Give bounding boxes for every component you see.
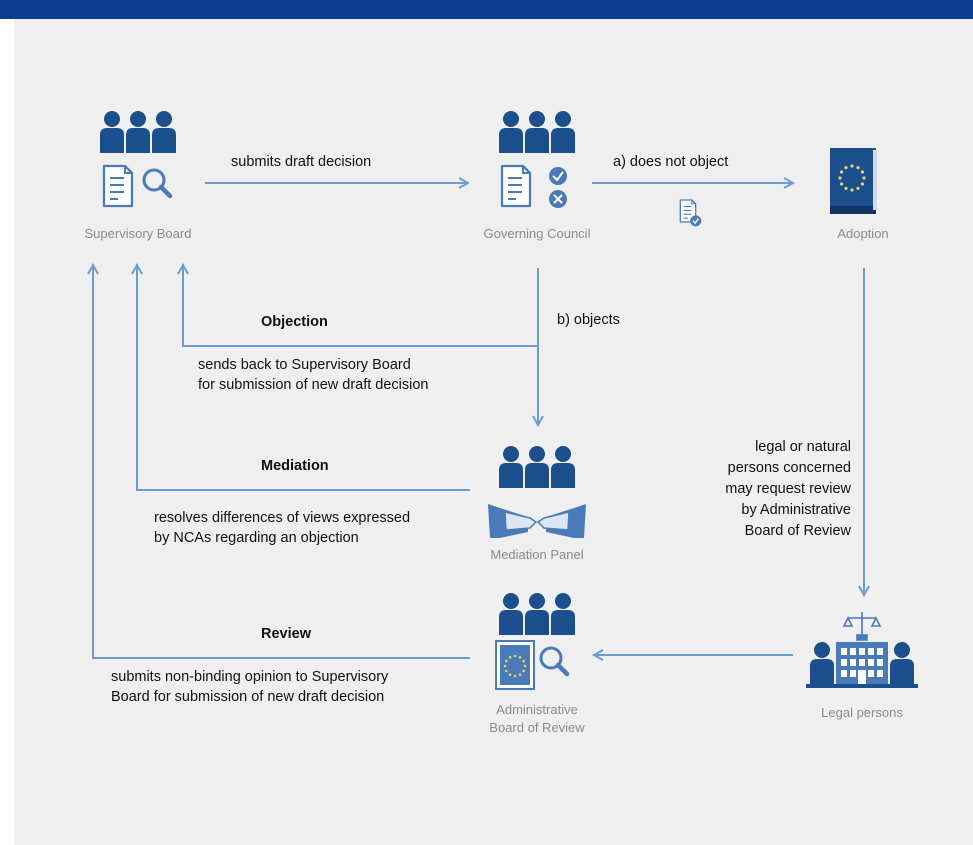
header-bar bbox=[0, 0, 973, 19]
document-approve-reject-icon bbox=[500, 164, 567, 208]
review-title: Review bbox=[261, 626, 311, 642]
mediation-text-line1: resolves differences of views expressed bbox=[154, 510, 411, 526]
edge-not-object-label: a) does not object bbox=[613, 154, 729, 170]
node-mediation-panel: Mediation Panel bbox=[490, 547, 584, 562]
edge-submits-label: submits draft decision bbox=[231, 154, 372, 170]
people-group-icon bbox=[499, 111, 575, 153]
scales-icon bbox=[842, 612, 882, 641]
court-building-icon bbox=[836, 642, 888, 684]
objection-title: Objection bbox=[261, 314, 328, 330]
node-adoption: Adoption bbox=[837, 226, 889, 241]
node-admin-board-line2: Board of Review bbox=[489, 720, 585, 735]
people-group-icon bbox=[100, 111, 176, 153]
edge-objects-label: b) objects bbox=[557, 312, 620, 328]
person-icon bbox=[890, 642, 914, 684]
eu-book-icon bbox=[830, 148, 877, 214]
objection-text-line2: for submission of new draft decision bbox=[198, 377, 429, 393]
legal-text-line1: legal or natural bbox=[755, 439, 851, 455]
document-check-icon bbox=[679, 199, 702, 227]
connector-lines bbox=[93, 183, 864, 658]
legal-text-line4: by Administrative bbox=[741, 502, 851, 518]
handshake-icon bbox=[488, 504, 586, 538]
people-group-icon bbox=[499, 446, 575, 488]
people-group-icon bbox=[499, 593, 575, 635]
document-search-icon bbox=[102, 164, 170, 208]
review-text-line1: submits non-binding opinion to Superviso… bbox=[111, 669, 389, 685]
legal-text-line3: may request review bbox=[725, 481, 851, 497]
review-text-line2: Board for submission of new draft decisi… bbox=[111, 689, 385, 705]
node-governing-council: Governing Council bbox=[483, 226, 591, 241]
arrow-objection bbox=[183, 265, 538, 347]
eu-stars bbox=[838, 164, 866, 192]
eu-document-search-icon bbox=[495, 640, 567, 690]
ground-line bbox=[806, 684, 918, 688]
node-legal-persons: Legal persons bbox=[821, 705, 903, 720]
node-supervisory-board: Supervisory Board bbox=[84, 226, 192, 241]
mediation-text-line2: by NCAs regarding an objection bbox=[154, 530, 359, 546]
mediation-title: Mediation bbox=[261, 458, 329, 474]
objection-text-line1: sends back to Supervisory Board bbox=[198, 357, 411, 373]
arrow-mediation bbox=[137, 265, 470, 491]
legal-text-line5: Board of Review bbox=[744, 523, 851, 539]
legal-text-line2: persons concerned bbox=[727, 460, 851, 476]
arrow-review bbox=[93, 265, 470, 659]
diagram-panel bbox=[14, 19, 973, 845]
person-icon bbox=[810, 642, 834, 684]
node-admin-board-line1: Administrative bbox=[496, 702, 578, 717]
